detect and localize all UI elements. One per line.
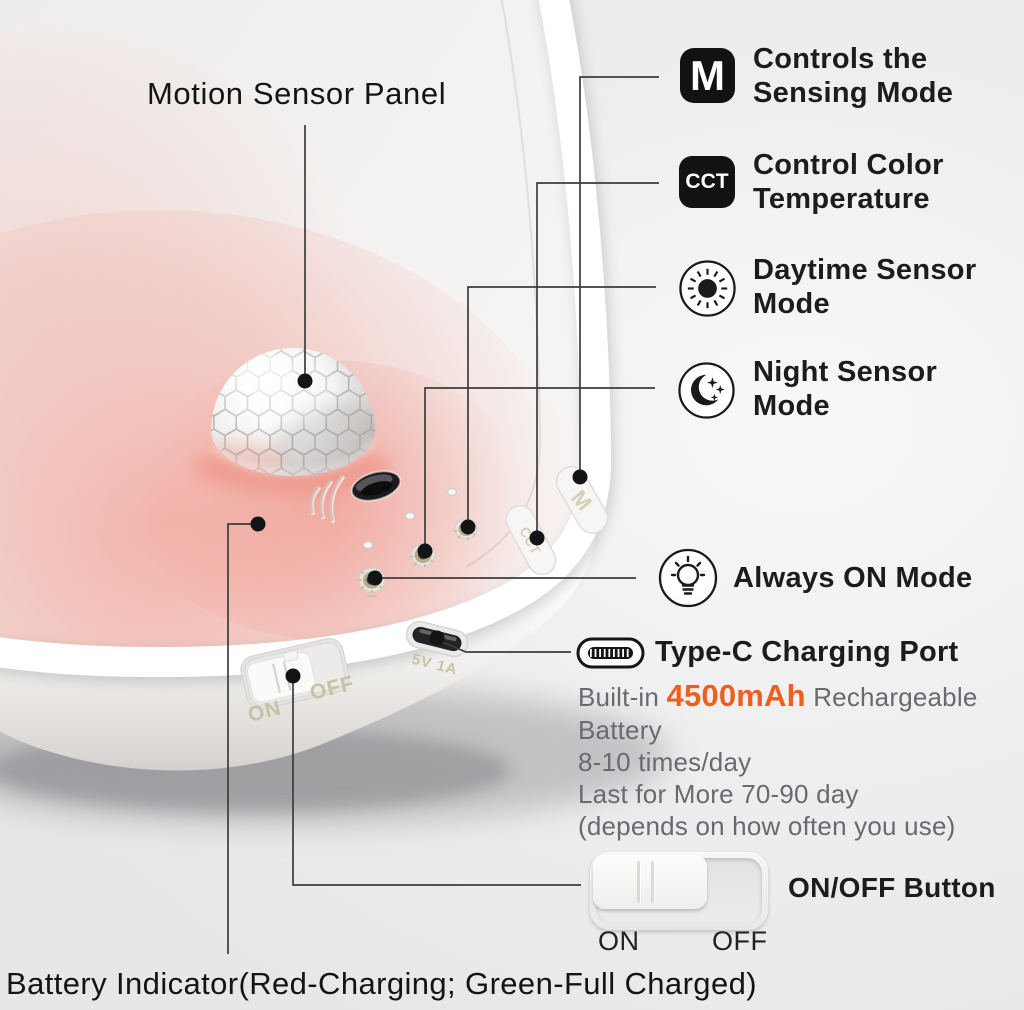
switch-on-label: ON [598, 926, 640, 956]
battery-spec-line2: Battery [578, 715, 662, 745]
onoff-button-label: ON/OFF Button [788, 872, 996, 903]
bulb-icon [658, 548, 718, 608]
moon-icon [678, 362, 735, 419]
daytime-label-line2: Mode [753, 288, 830, 320]
device-side [0, 495, 597, 771]
cct-label-line1: Control Color [753, 149, 944, 181]
type-c-label: Type-C Charging Port [655, 636, 959, 668]
indicator-holes [362, 487, 458, 550]
switch-figure [590, 852, 768, 930]
battery-pre: Built-in [578, 682, 667, 712]
cct-label-line2: Temperature [753, 183, 930, 215]
usb-c-icon [576, 637, 645, 669]
night-label-line1: Night Sensor [753, 356, 938, 388]
battery-capacity: 4500mAh [666, 678, 806, 713]
battery-spec-line3: 8-10 times/day [578, 747, 752, 777]
cct-icon: CCT [679, 156, 735, 208]
switch-off-label: OFF [712, 926, 768, 956]
battery-spec-line1: Built-in 4500mAh Rechargeable [578, 680, 977, 713]
leader-dots [250, 373, 588, 684]
always-on-label: Always ON Mode [733, 562, 973, 594]
battery-indicator-label: Battery Indicator(Red-Charging; Green-Fu… [6, 966, 757, 1001]
m-mode-label-line1: Controls the [753, 43, 928, 75]
m-mode-label-line2: Sensing Mode [753, 77, 954, 109]
daytime-label-line1: Daytime Sensor [753, 254, 977, 286]
battery-spec-line5: (depends on how often you use) [578, 811, 956, 841]
night-label-line2: Mode [753, 390, 830, 422]
motion-sensor-dome [193, 348, 393, 494]
wave-emboss [309, 474, 345, 524]
switch-knob [593, 855, 707, 909]
motion-sensor-panel-label: Motion Sensor Panel [147, 76, 447, 111]
battery-spec-line4: Last for More 70-90 day [578, 779, 859, 809]
light-sensor [350, 470, 402, 502]
leader-lines [227, 76, 659, 954]
battery-post: Rechargeable [805, 682, 978, 712]
m-mode-icon: M [680, 48, 735, 103]
m-button: M [555, 466, 609, 534]
device-rim [0, 0, 612, 678]
sun-icon [679, 260, 736, 317]
